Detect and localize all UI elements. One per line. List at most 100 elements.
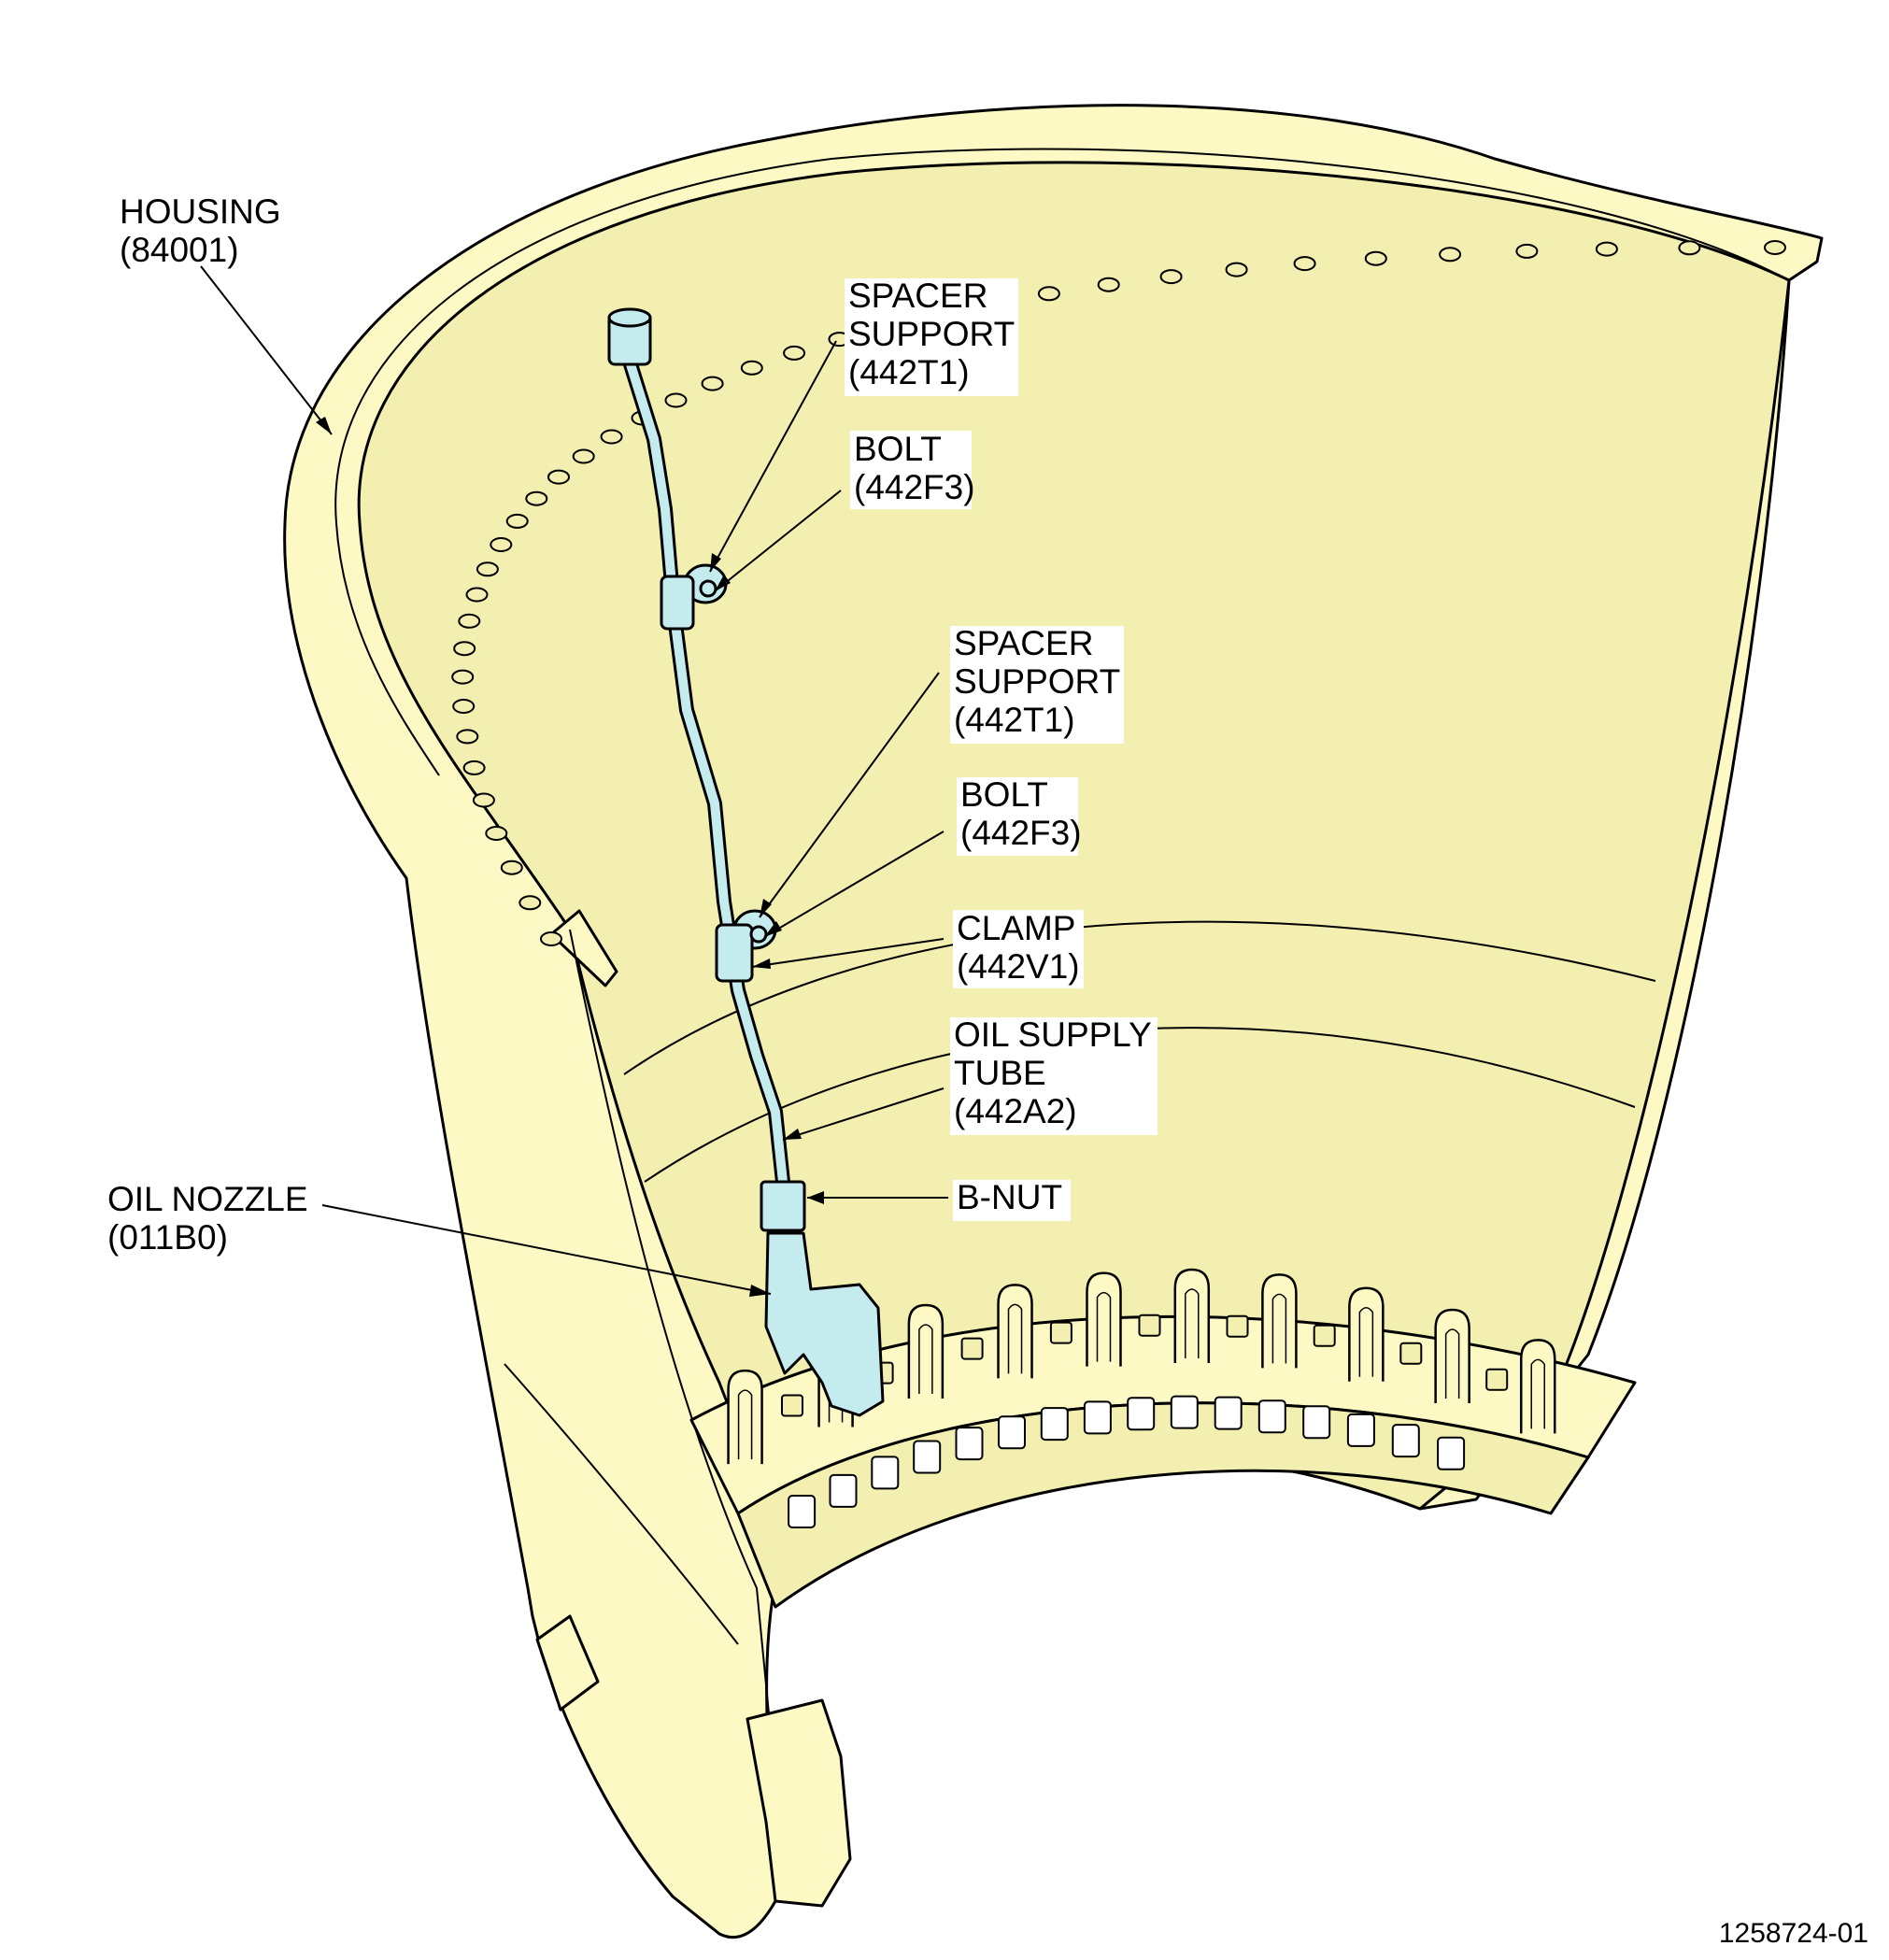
bolt-hole <box>540 931 562 946</box>
ring-nut <box>1138 1314 1161 1337</box>
lower-bracket <box>746 1698 852 1908</box>
ring-finger <box>1261 1273 1298 1369</box>
leader-spacer-lower <box>759 672 940 918</box>
clamp-upper <box>660 575 695 631</box>
ring-slot <box>1391 1424 1420 1458</box>
leader-oil-supply-tube <box>782 1087 944 1141</box>
bolt-hole <box>1293 256 1316 272</box>
callout-bg-bolt-upper <box>850 431 972 509</box>
ring-finger <box>1086 1271 1122 1367</box>
bolt-hole <box>572 448 595 464</box>
leader-housing <box>200 265 333 435</box>
b-nut <box>760 1180 806 1232</box>
ring-nut <box>1049 1321 1072 1344</box>
arrowhead-bolt-upper <box>715 575 731 591</box>
oil-nozzle <box>764 1231 885 1417</box>
bolt-hole <box>485 826 508 841</box>
callout-housing: HOUSING (84001) <box>120 192 291 269</box>
arrowhead-housing <box>316 417 332 434</box>
ring-finger <box>1348 1286 1385 1382</box>
ring-slot <box>1257 1399 1286 1434</box>
callout-bg-spacer-lower <box>950 626 1124 744</box>
ring-slot <box>788 1495 817 1528</box>
ring-nut <box>781 1394 803 1417</box>
callout-bg-spacer-upper <box>845 278 1018 396</box>
base-ring-slots <box>788 1395 1466 1528</box>
seam-line-3 <box>504 1363 739 1645</box>
left-foot <box>535 1614 600 1711</box>
bolt-hole <box>451 669 475 685</box>
callout-bg-b-nut <box>953 1180 1071 1221</box>
ring-finger <box>1173 1268 1211 1364</box>
callout-clamp: CLAMP (442V1) <box>957 909 1085 986</box>
bolt-hole <box>476 561 499 577</box>
tube-end-opening <box>607 307 652 328</box>
oil-supply-tube-inner <box>626 360 788 1186</box>
callout-spacer-support-upper: SPACER SUPPORT (442T1) <box>848 277 1024 391</box>
bolt-hole <box>600 429 623 445</box>
bolt-hole <box>1097 277 1120 292</box>
ring-slot <box>829 1473 858 1508</box>
bolt-hole <box>783 345 806 361</box>
ring-slot <box>1170 1395 1199 1429</box>
leader-bolt-lower <box>763 831 944 938</box>
callout-b-nut: B-NUT <box>957 1178 1062 1216</box>
bolt-hole <box>1515 243 1539 259</box>
leader-clamp <box>751 938 944 968</box>
ring-finger <box>727 1369 763 1465</box>
flange-tab <box>549 909 618 987</box>
ring-finger-slot <box>737 1389 753 1460</box>
arrowhead-spacer-lower <box>760 899 772 917</box>
ring-slot <box>1302 1405 1331 1440</box>
clamp-lower <box>715 923 754 983</box>
bolt-hole <box>1678 240 1701 256</box>
housing-cut-edge <box>569 929 786 1879</box>
bolt-hole <box>525 490 548 506</box>
ring-slot <box>998 1415 1026 1450</box>
callout-bg-clamp <box>953 910 1084 988</box>
ring-finger <box>907 1303 944 1399</box>
ring-finger-slot <box>1358 1306 1374 1377</box>
ring-finger <box>1519 1339 1556 1434</box>
bolt-hole <box>1439 247 1462 263</box>
leader-oil-nozzle <box>321 1204 772 1295</box>
ring-nut <box>960 1337 984 1360</box>
bolt-hole <box>500 859 523 875</box>
ring-nut <box>1399 1342 1423 1365</box>
bolt-hole <box>701 376 724 391</box>
flange-inner-edge <box>334 148 1781 776</box>
bolt-hole <box>518 895 542 911</box>
leader-bolt-upper <box>714 490 842 592</box>
ring-finger <box>997 1284 1033 1379</box>
ring-finger <box>1434 1308 1470 1404</box>
ring-nut <box>1313 1324 1336 1347</box>
bolt-hole <box>465 587 489 603</box>
arrowhead-clamp <box>752 959 771 969</box>
bolt-hole <box>1225 262 1248 277</box>
ring-finger-slot <box>1530 1358 1545 1429</box>
bolt-hole <box>472 792 495 808</box>
bolt-hole <box>452 699 476 714</box>
ring-slot <box>913 1440 942 1474</box>
ring-finger-slot <box>1271 1293 1287 1364</box>
ring-nut <box>1485 1368 1509 1391</box>
ring-slot <box>1437 1436 1466 1470</box>
base-ring <box>535 1268 1637 1908</box>
bolt-lower <box>749 925 768 944</box>
ring-finger-slot <box>1096 1291 1112 1362</box>
leader-lines <box>200 265 948 1297</box>
bolt-upper <box>699 579 717 598</box>
ring-slot <box>955 1427 984 1461</box>
callout-bg-bolt-lower <box>957 777 1078 856</box>
bolt-hole <box>664 392 688 408</box>
bolt-hole <box>456 729 479 745</box>
arrowhead-oil-nozzle <box>749 1285 771 1297</box>
bolt-hole <box>490 537 513 552</box>
ring-slot <box>1127 1397 1156 1431</box>
ring-slot <box>1346 1413 1375 1447</box>
figure-id: 1258724-01 <box>1719 1918 1868 1949</box>
bolt-hole <box>1037 286 1060 302</box>
arrowhead-b-nut <box>807 1191 824 1204</box>
leader-spacer-upper <box>709 340 837 573</box>
